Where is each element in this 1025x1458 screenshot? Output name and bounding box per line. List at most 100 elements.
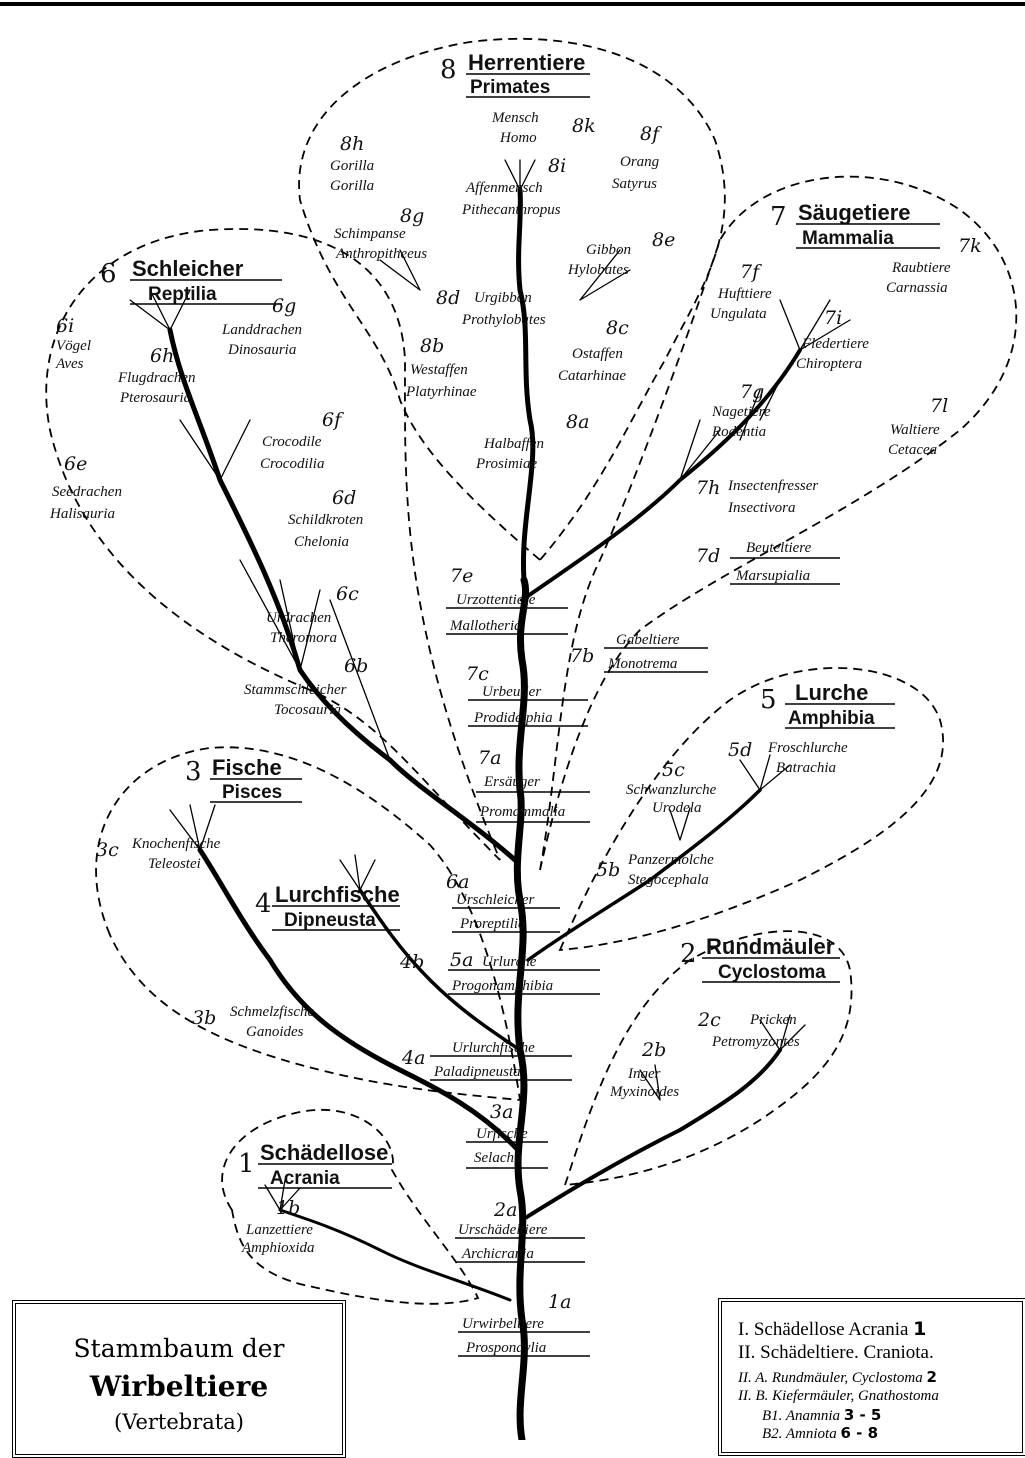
svg-text:Paladipneusta: Paladipneusta	[433, 1064, 521, 1080]
svg-text:Panzermolche: Panzermolche	[627, 852, 714, 868]
svg-text:Promammalia: Promammalia	[479, 804, 565, 820]
svg-text:Pisces: Pisces	[222, 782, 282, 803]
svg-text:8g: 8g	[400, 205, 424, 227]
svg-text:Crocodilia: Crocodilia	[260, 456, 324, 472]
svg-text:Landdrachen: Landdrachen	[221, 322, 302, 338]
cyclostome-trunk	[520, 1048, 782, 1222]
svg-text:Fische: Fische	[212, 755, 282, 780]
svg-text:6: 6	[100, 259, 117, 289]
svg-text:Primates: Primates	[470, 77, 550, 98]
svg-text:7i: 7i	[824, 307, 842, 329]
branch-twigs	[129, 159, 851, 1211]
svg-text:Aves: Aves	[55, 356, 84, 372]
svg-text:Chiroptera: Chiroptera	[796, 356, 862, 372]
svg-text:2a: 2a	[493, 1199, 517, 1221]
svg-text:Cyclostoma: Cyclostoma	[718, 962, 826, 983]
svg-text:Orang: Orang	[620, 154, 660, 170]
svg-text:Beuteltiere: Beuteltiere	[746, 540, 812, 556]
svg-text:Gibbon: Gibbon	[586, 242, 631, 258]
svg-text:Rodentia: Rodentia	[711, 424, 766, 440]
svg-text:Prosimiae: Prosimiae	[475, 456, 537, 472]
region-amphibia	[558, 667, 944, 952]
svg-text:Inger: Inger	[627, 1066, 661, 1082]
svg-text:Selachii: Selachii	[474, 1150, 522, 1166]
svg-text:8i: 8i	[548, 155, 566, 177]
svg-text:Waltiere: Waltiere	[890, 422, 940, 438]
svg-text:Urzottentiere: Urzottentiere	[456, 592, 536, 608]
region-mammalia	[539, 175, 1018, 871]
svg-text:5d: 5d	[728, 739, 752, 761]
svg-text:3: 3	[185, 757, 202, 787]
svg-text:5a: 5a	[450, 949, 473, 971]
svg-text:Urwirbeltiere: Urwirbeltiere	[462, 1316, 544, 1332]
svg-text:3c: 3c	[96, 839, 119, 861]
svg-text:Carnassia: Carnassia	[886, 280, 948, 296]
svg-text:7k: 7k	[958, 235, 982, 257]
svg-text:Prodidelphia: Prodidelphia	[473, 710, 553, 726]
svg-text:8: 8	[440, 55, 457, 85]
twig	[379, 159, 631, 301]
svg-text:2: 2	[680, 939, 697, 969]
svg-text:Prospondylia: Prospondylia	[465, 1340, 546, 1356]
svg-text:Reptilia: Reptilia	[148, 284, 217, 305]
svg-text:Urodela: Urodela	[652, 800, 701, 816]
svg-text:Flugdrachen: Flugdrachen	[117, 370, 195, 386]
svg-text:Theromora: Theromora	[270, 630, 337, 646]
svg-text:Froschlurche: Froschlurche	[767, 740, 848, 756]
svg-text:Schildkroten: Schildkroten	[288, 512, 363, 528]
svg-text:5: 5	[760, 685, 777, 715]
svg-text:6b: 6b	[344, 655, 368, 677]
twig	[639, 1014, 806, 1101]
svg-text:2c: 2c	[697, 1009, 721, 1031]
svg-text:Dipneusta: Dipneusta	[284, 910, 376, 931]
svg-text:8a: 8a	[566, 411, 589, 433]
title-box: Stammbaum der Wirbeltiere (Vertebrata)	[12, 1300, 346, 1458]
svg-text:Prothylobates: Prothylobates	[461, 312, 546, 328]
svg-text:1b: 1b	[276, 1197, 300, 1219]
svg-text:Schwanzlurche: Schwanzlurche	[626, 782, 717, 798]
svg-text:Säugetiere: Säugetiere	[798, 200, 911, 225]
svg-text:Homo: Homo	[499, 130, 537, 146]
svg-text:Crocodile: Crocodile	[262, 434, 322, 450]
svg-text:7g: 7g	[740, 381, 764, 403]
svg-text:Affenmensch: Affenmensch	[465, 180, 543, 196]
svg-text:Gorilla: Gorilla	[330, 178, 374, 194]
svg-text:6e: 6e	[64, 453, 87, 475]
svg-text:Ostaffen: Ostaffen	[572, 346, 623, 362]
svg-text:Teleostei: Teleostei	[148, 856, 201, 872]
svg-text:Amphibia: Amphibia	[788, 708, 875, 729]
svg-text:Chelonia: Chelonia	[294, 534, 349, 550]
svg-text:Petromyzontes: Petromyzontes	[711, 1034, 800, 1050]
svg-text:Monotrema: Monotrema	[607, 656, 677, 672]
svg-text:Marsupialia: Marsupialia	[735, 568, 810, 584]
svg-text:Urgibbon: Urgibbon	[474, 290, 532, 306]
twig	[669, 754, 791, 841]
twig	[264, 1179, 301, 1211]
